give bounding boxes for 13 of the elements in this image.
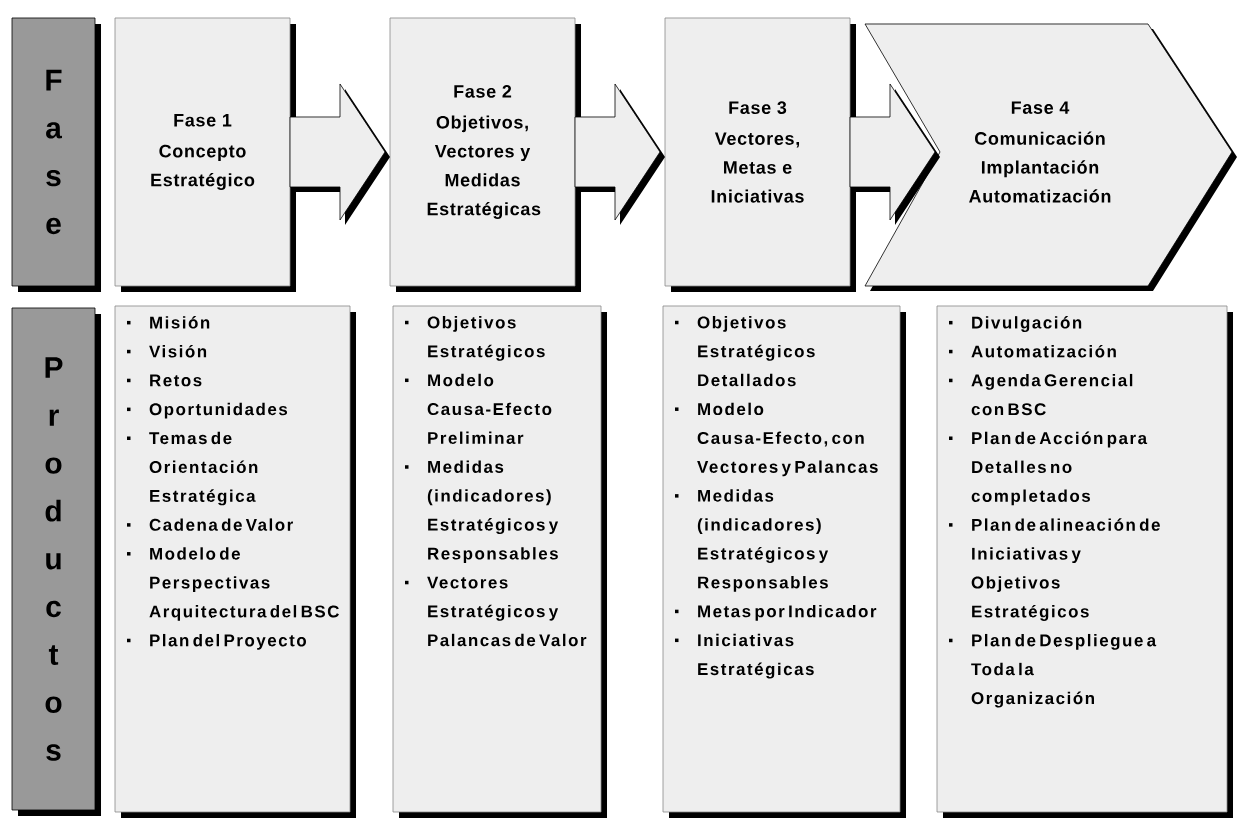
- phase-chevron: Fase 4 Comunicación Implantación Automatización: [864, 23, 1237, 291]
- phase-box: Fase 2 Objetivos, Vectores y Medidas Estratégicas: [389, 17, 581, 292]
- label-box: Productos: [11, 307, 101, 816]
- product-list-box: Objetivos Estratégicos Detallados Modelo Causa-Efecto, con Vectores y Palancas Medidas (indicadores) Estratégicos y Responsables Metas por Indicador Iniciativas Estratégicas: [662, 305, 906, 818]
- product-list-box: Objetivos Estratégicos Modelo Causa-Efecto Preliminar Medidas (indicadores) Estratégicos y Responsables Vectores Estratégicos y Palancas de Valor: [392, 305, 607, 818]
- label-box: Fase: [11, 17, 101, 292]
- block-arrow: [289, 83, 390, 225]
- block-arrow: [574, 83, 665, 225]
- product-list-box: Divulgación Automatización Agenda Gerencial con BSC Plan de Acción para Detalles no completados Plan de alineación de Iniciativas y Objetivos Estratégicos Plan de Despliegue a Toda la Organización: [936, 305, 1233, 818]
- phase-box: Fase 1 Concepto Estratégico: [114, 17, 296, 292]
- phase-box: Fase 3 Vectores, Metas e Iniciativas: [664, 17, 856, 292]
- block-arrow: [849, 83, 940, 225]
- product-list-box: Misión Visión Retos Oportunidades Temas de Orientación Estratégica Cadena de Valor Modelo de Perspectivas Arquitectura del BSC Plan del Proyecto: [114, 305, 356, 818]
